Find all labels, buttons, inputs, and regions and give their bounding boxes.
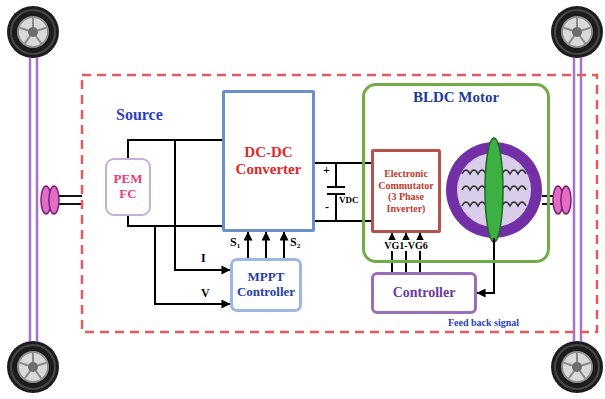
signal-arrow <box>477 263 494 293</box>
motor-group-box: BLDC MotorElectronic Commutator (3 Phase… <box>362 83 550 263</box>
source-label: Source <box>116 106 163 124</box>
system-boundary <box>82 75 597 332</box>
polarity-sign: + <box>323 164 330 177</box>
signal-arrow <box>405 233 407 272</box>
motor-symbol <box>446 138 542 263</box>
node-text: MPPT Controller <box>236 270 296 300</box>
signal-name: V <box>200 287 211 300</box>
signal-arrow <box>247 232 249 258</box>
node-text: Electronic Commutator (3 Phase Inverter) <box>377 168 435 214</box>
converter-box: DC-DC Converter <box>222 90 315 232</box>
signal-arrow <box>265 232 267 258</box>
node-text: PEM FC <box>110 172 146 202</box>
signal-label: Feed back signal <box>448 317 519 328</box>
signal-name: S₁ <box>229 236 241 249</box>
signal-name: VG1-VG6 <box>383 240 428 251</box>
signal-name: I <box>200 252 207 265</box>
node-text: Controller <box>377 285 471 301</box>
group-heading: BLDC Motor <box>368 89 544 106</box>
wheel <box>551 6 603 58</box>
signal-arrow <box>283 232 285 258</box>
mppt-controller-box: MPPT Controller <box>230 258 302 312</box>
inverter-box: Electronic Commutator (3 Phase Inverter) <box>371 149 441 233</box>
signal-name: S₂ <box>289 236 301 249</box>
axle <box>30 58 581 341</box>
signal-arrow <box>419 233 421 272</box>
fuel-cell-box: PEM FC <box>105 158 151 216</box>
wheel <box>7 341 59 393</box>
signal-arrow <box>391 233 393 272</box>
voltage-label: VDC <box>339 196 359 206</box>
wheel <box>7 6 59 58</box>
wheel <box>551 341 603 393</box>
polarity-sign: - <box>325 201 329 214</box>
controller-box: Controller <box>371 272 477 314</box>
signal-arrow <box>128 216 230 304</box>
node-text: DC-DC Converter <box>228 144 309 179</box>
